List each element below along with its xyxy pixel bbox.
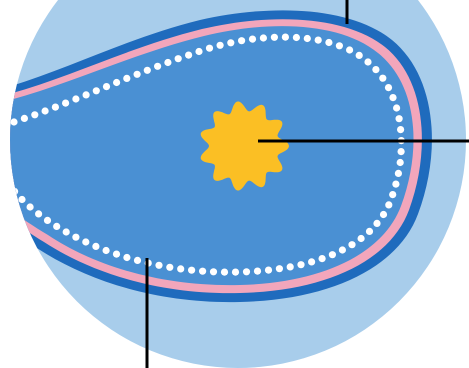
lining-dot (393, 104, 400, 111)
lining-dot (11, 188, 18, 195)
lining-dot (319, 255, 326, 262)
lining-dot (385, 201, 392, 208)
lining-dot (27, 203, 34, 210)
lining-dot (356, 52, 363, 59)
lining-dot (18, 196, 25, 203)
lining-dot (113, 79, 120, 86)
lining-dot (385, 84, 392, 91)
lining-dot (199, 268, 206, 275)
lining-dot (93, 87, 100, 94)
lining-dot (155, 262, 162, 269)
lining-dot (52, 104, 59, 111)
lining-dot (44, 217, 51, 224)
lining-dot (358, 235, 365, 242)
lining-dot (325, 39, 332, 46)
lining-dot (134, 257, 141, 264)
lining-dot (389, 94, 396, 101)
lining-dot (82, 238, 89, 245)
lining-dot (195, 48, 202, 55)
lining-dot (249, 36, 256, 43)
lining-dot (123, 75, 130, 82)
lining-dot (287, 263, 294, 270)
lining-dot (346, 46, 353, 53)
lining-dot (339, 246, 346, 253)
lining-dot (227, 39, 234, 46)
lining-dot (271, 34, 278, 41)
lining-dot (210, 268, 217, 275)
lining-dot (206, 45, 213, 52)
lining-dot (62, 100, 69, 107)
lining-dot (154, 63, 161, 70)
lining-dot (232, 269, 239, 276)
lining-dot (164, 59, 171, 66)
lining-dot (276, 265, 283, 272)
lining-dot (166, 264, 173, 271)
lining-dot (265, 267, 272, 274)
lining-dot (380, 211, 387, 218)
lining-dot (221, 269, 228, 276)
lining-dot (395, 170, 402, 177)
lining-dot (329, 251, 336, 258)
lining-dot (21, 115, 28, 122)
lining-dot (396, 115, 403, 122)
lining-dot (42, 107, 49, 114)
lining-dot (5, 179, 12, 186)
lining-dot (217, 42, 224, 49)
lining-dot (31, 111, 38, 118)
lining-dot (113, 251, 120, 258)
lining-dot (53, 223, 60, 230)
lining-dot (238, 37, 245, 44)
lining-dot (297, 261, 304, 268)
lining-dot (308, 258, 315, 265)
lining-dot (366, 228, 373, 235)
lining-dot (282, 34, 289, 41)
lining-dot (185, 52, 192, 59)
lining-dot (260, 34, 267, 41)
lining-dot (364, 58, 371, 65)
lining-dot (123, 254, 130, 261)
lining-dot (72, 95, 79, 102)
lining-dot (63, 228, 70, 235)
lining-dot (175, 55, 182, 62)
lining-dot (397, 159, 404, 166)
lining-dot (392, 181, 399, 188)
lining-dot (293, 34, 300, 41)
lining-dot (177, 265, 184, 272)
lining-dot (83, 91, 90, 98)
lining-dot (389, 191, 396, 198)
lining-dot (188, 267, 195, 274)
lining-dot (398, 148, 405, 155)
lining-dot (348, 241, 355, 248)
lining-dot (134, 71, 141, 78)
lining-dot (35, 210, 42, 217)
lining-dot (144, 67, 151, 74)
lining-dot (92, 243, 99, 250)
lining-dot (373, 220, 380, 227)
lining-dot (72, 234, 79, 241)
lining-dot (10, 118, 17, 125)
lining-dot (304, 35, 311, 42)
lining-dot (397, 126, 404, 133)
lining-dot (103, 83, 110, 90)
lining-dot (336, 42, 343, 49)
lining-dot (243, 268, 250, 275)
lining-dot (379, 75, 386, 82)
lining-dot (315, 37, 322, 44)
lining-dot (254, 268, 261, 275)
lining-dot (103, 247, 110, 254)
lining-dot (372, 66, 379, 73)
